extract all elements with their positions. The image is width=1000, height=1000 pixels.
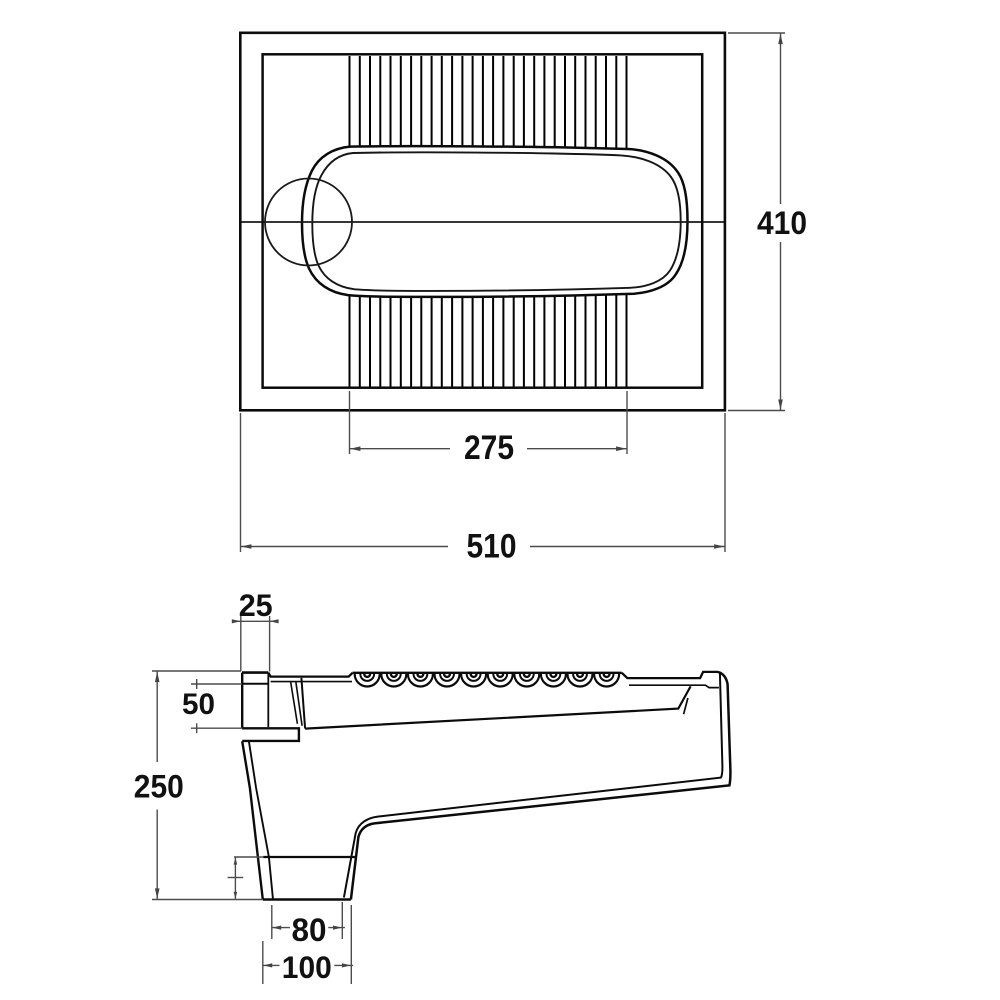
svg-text:50: 50 bbox=[182, 688, 215, 721]
svg-text:510: 510 bbox=[467, 527, 517, 565]
svg-text:410: 410 bbox=[757, 205, 807, 241]
svg-text:80: 80 bbox=[292, 912, 327, 948]
svg-text:100: 100 bbox=[282, 949, 332, 985]
svg-text:25: 25 bbox=[239, 587, 273, 623]
svg-text:275: 275 bbox=[464, 429, 514, 467]
svg-text:250: 250 bbox=[134, 769, 184, 805]
